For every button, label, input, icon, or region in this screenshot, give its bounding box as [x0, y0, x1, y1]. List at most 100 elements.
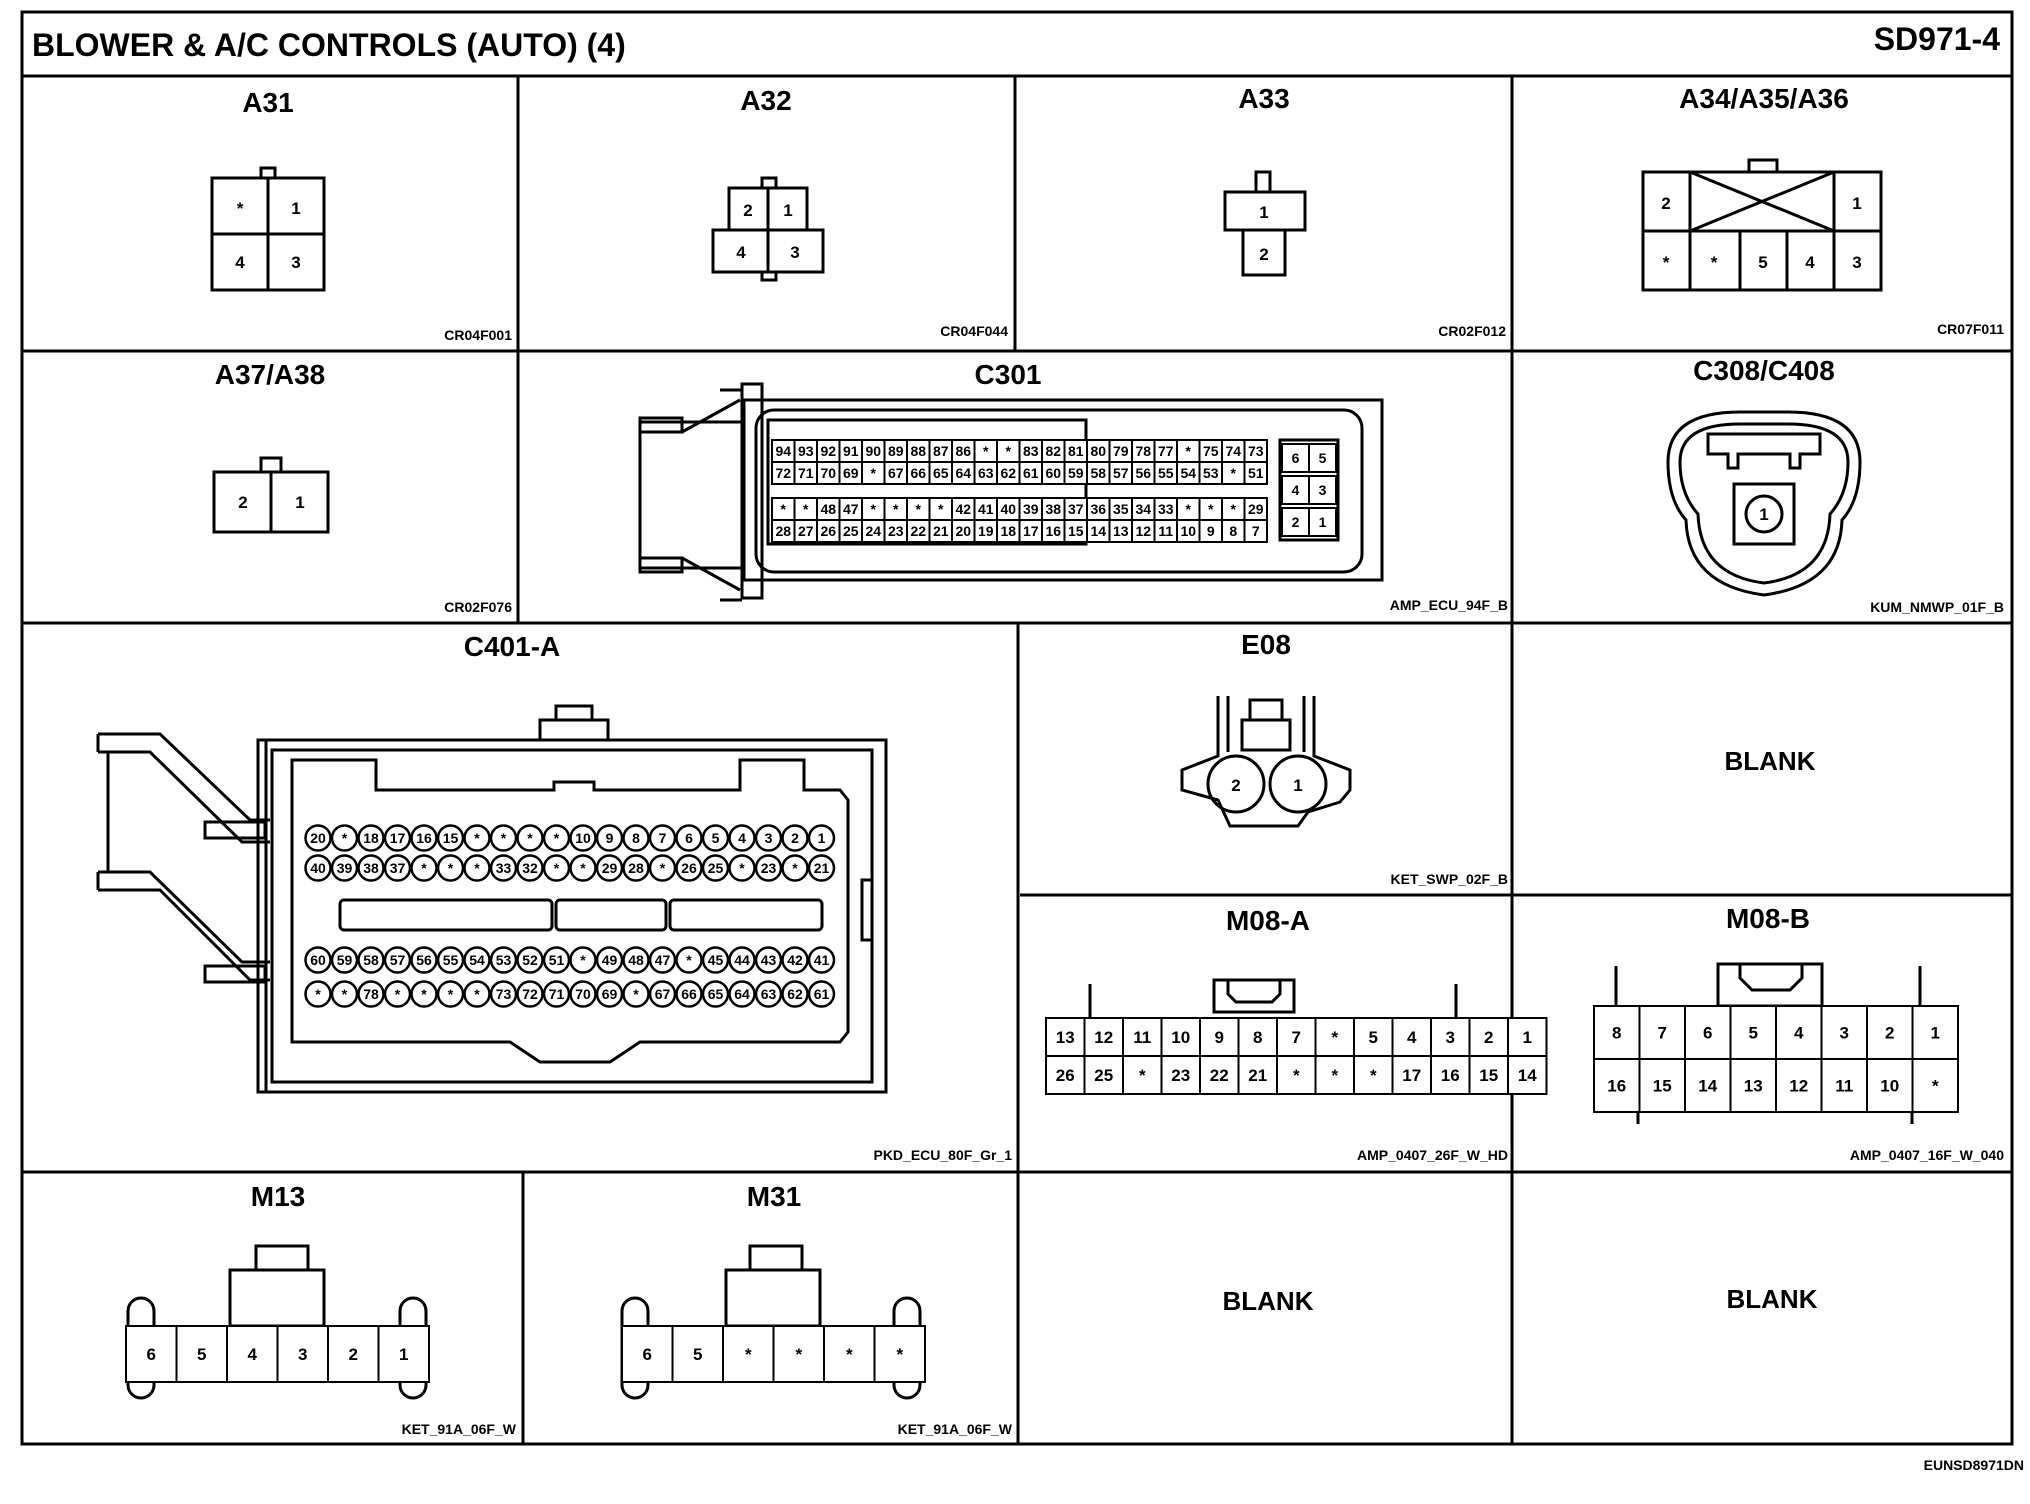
m08b-pin-label: 5 [1749, 1024, 1758, 1043]
m08a-pin-label: * [1331, 1028, 1338, 1047]
c401-pin [754, 980, 783, 1008]
m08a-pin-label: 25 [1094, 1066, 1113, 1085]
c401-pin-label: 55 [443, 952, 459, 968]
m31-cell [621, 1325, 674, 1383]
c401-pin-label: 65 [708, 986, 724, 1002]
c301-pin-label: * [1231, 501, 1237, 517]
c301-pin-label: 36 [1090, 501, 1106, 517]
c401-pin-label: * [448, 860, 454, 876]
connector-c308: C308/C408 1 KUM_NMWP_01F_B [1666, 355, 2004, 615]
c401-pin [383, 980, 412, 1008]
m08b-cell [1638, 1058, 1686, 1113]
a31-pin: * [237, 199, 244, 218]
c401-pin [542, 980, 571, 1008]
c301-pin-label: 88 [910, 443, 926, 459]
connector-a34-code: CR07F011 [1937, 321, 2004, 337]
c301-side-pin-label: 1 [1319, 514, 1327, 530]
c401-pin [463, 824, 491, 852]
c401-pin [781, 980, 809, 1008]
m13-pin-label: 6 [147, 1345, 156, 1364]
m31-cell [873, 1325, 926, 1383]
c401-pin-label: 48 [628, 952, 644, 968]
m08a-cell [1314, 1017, 1355, 1057]
c401-pin [701, 824, 730, 852]
c301-pin-label: 87 [933, 443, 949, 459]
blank-cell-label: BLANK [1727, 1284, 1818, 1314]
m08a-pin-label: 7 [1292, 1028, 1301, 1047]
c401-pin [357, 824, 385, 852]
sheet-title: BLOWER & A/C CONTROLS (AUTO) (4) [32, 27, 626, 63]
m08a-pin-label: 21 [1248, 1066, 1267, 1085]
c301-pin-label: 33 [1158, 501, 1174, 517]
c401-pin [542, 946, 571, 974]
m08a-pin-label: 5 [1369, 1028, 1378, 1047]
c401-pin [383, 946, 412, 974]
c401-pin-label: 56 [416, 952, 432, 968]
connector-e08-code: KET_SWP_02F_B [1391, 871, 1508, 887]
c301-pin-label: 21 [933, 523, 949, 539]
c401-pin-label: 32 [522, 860, 538, 876]
connector-e08-name: E08 [1241, 629, 1291, 660]
connector-a33-name: A33 [1238, 83, 1289, 114]
m08a-pin-label: 13 [1056, 1028, 1075, 1047]
a34-pin: 3 [1852, 253, 1861, 272]
a32-pin: 3 [790, 243, 799, 262]
c401-pin [542, 824, 571, 852]
c401-pin-label: * [342, 986, 348, 1002]
c401-pin-label: * [633, 986, 639, 1002]
c401-pin [595, 980, 624, 1008]
m08b-pin-label: 11 [1835, 1077, 1853, 1096]
c401-pin-label: 37 [390, 860, 406, 876]
c401-pin-label: 66 [681, 986, 697, 1002]
c401-pin-label: 29 [602, 860, 618, 876]
c401-pin [463, 854, 491, 882]
c301-pin-label: * [983, 443, 989, 459]
c401-pin [304, 946, 332, 974]
c401-pin-label: * [580, 952, 586, 968]
m08a-cell [1507, 1055, 1548, 1095]
c301-pin-label: 73 [1248, 443, 1264, 459]
c401-pin-label: 72 [522, 986, 538, 1002]
m08a-cell [1237, 1055, 1278, 1095]
c401-pin-label: 43 [761, 952, 777, 968]
c301-side-pin-label: 6 [1292, 450, 1300, 466]
c401-pin-label: * [395, 986, 401, 1002]
c401-pin-label: 61 [814, 986, 830, 1002]
connector-e08: E08 2 1 KET_SWP_02F_B [1180, 629, 1508, 887]
c401-pin-label: 53 [496, 952, 512, 968]
c401-pin [595, 824, 624, 852]
m08b-pin-label: 12 [1789, 1077, 1808, 1096]
c301-pin-label: 53 [1203, 465, 1219, 481]
c301-pin-label: 41 [978, 501, 994, 517]
blank-cell-label: BLANK [1223, 1286, 1314, 1316]
a34-pin: * [1663, 253, 1670, 272]
c401-pin [410, 980, 438, 1008]
connector-a33-code: CR02F012 [1438, 323, 1506, 339]
c301-side-cell [1308, 507, 1337, 537]
c401-pin-label: * [474, 986, 480, 1002]
connector-a34-name: A34/A35/A36 [1679, 83, 1849, 114]
connector-c308-name: C308/C408 [1693, 355, 1835, 386]
c401-pin-label: * [501, 830, 507, 846]
m08a-pin-label: 14 [1518, 1066, 1537, 1085]
m08b-cell [1593, 1058, 1641, 1113]
c301-cell [1243, 461, 1268, 485]
c401-pin-label: 38 [363, 860, 379, 876]
c301-pin-label: 17 [1023, 523, 1039, 539]
a34-pin: 1 [1852, 194, 1861, 213]
c401-pin [436, 854, 465, 882]
c401-pin-label: * [421, 860, 427, 876]
c401-pin-label: * [686, 952, 692, 968]
c301-pin-label: 92 [820, 443, 836, 459]
c401-pin-label: * [792, 860, 798, 876]
m13-cell [175, 1325, 228, 1383]
m08a-pin-label: 10 [1171, 1028, 1190, 1047]
m31-pin-label: * [846, 1345, 853, 1364]
c401-pin-label: 7 [659, 830, 667, 846]
c401-pin [675, 946, 703, 974]
c401-pin-label: 69 [602, 986, 618, 1002]
